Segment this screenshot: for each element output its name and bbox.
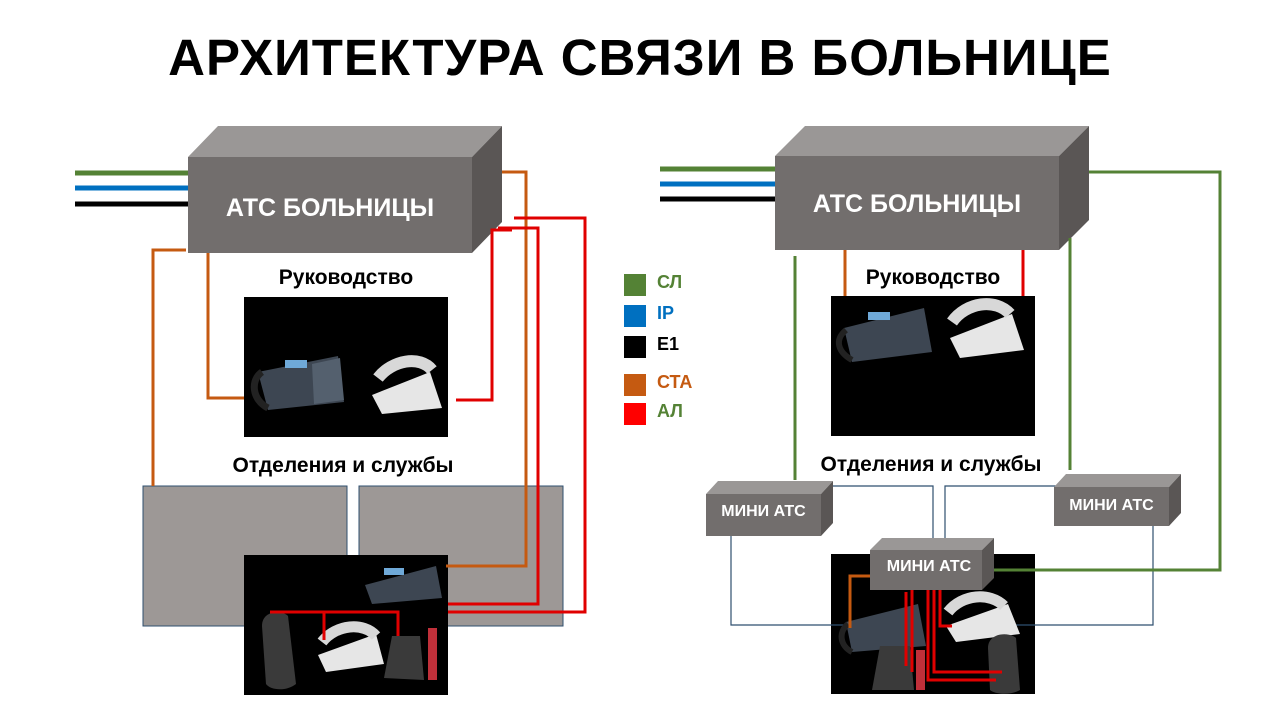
right-departments-label: Отделения и службы <box>820 453 1042 476</box>
legend-item-e1: E1 <box>624 334 744 358</box>
mini-pbx-center-box <box>870 538 994 590</box>
mini-pbx-left-box <box>706 481 833 536</box>
right-management-label: Руководство <box>865 266 1001 289</box>
left-departments-label: Отделения и службы <box>232 454 454 477</box>
page-title: АРХИТЕКТУРА СВЯЗИ В БОЛЬНИЦЕ <box>168 29 1112 86</box>
mini-pbx-right-box <box>1054 474 1181 526</box>
legend-swatch-sl <box>624 274 646 296</box>
legend-swatch-sta <box>624 374 646 396</box>
left-dept-intercom-1 <box>262 612 296 690</box>
legend-label-e1: E1 <box>657 334 680 354</box>
legend-item-ip: IP <box>624 303 744 327</box>
right-pbx-box <box>775 126 1089 250</box>
left-dept-analog-phone <box>317 621 384 672</box>
legend-swatch-ip <box>624 305 646 327</box>
legend-item-sta: СТА <box>624 372 744 396</box>
legend-label-sl: СЛ <box>657 272 683 292</box>
right-system-phone <box>835 308 932 363</box>
right-thin-links <box>730 485 1154 626</box>
legend-label-sta: СТА <box>657 372 693 392</box>
legend-swatch-al <box>624 403 646 425</box>
legend-item-al: АЛ <box>624 401 744 425</box>
left-pbx-box <box>188 126 502 253</box>
legend-item-sl: СЛ <box>624 272 744 296</box>
right-sl-wiring <box>793 170 1222 572</box>
left-analog-phone <box>372 355 442 414</box>
right-analog-phone <box>947 298 1024 358</box>
mini-pbx-left-label: МИНИ АТС <box>721 503 806 520</box>
right-trunk-lines <box>660 166 775 202</box>
legend-swatch-e1 <box>624 336 646 358</box>
left-al-wiring <box>270 216 587 640</box>
left-pbx-label: АТС БОЛЬНИЦЫ <box>225 194 435 222</box>
right-dept-intercom-1 <box>872 646 925 690</box>
right-dept-intercom-2 <box>988 634 1020 694</box>
left-management-label: Руководство <box>278 266 414 289</box>
left-system-phone <box>250 356 344 412</box>
right-sta-wiring <box>843 250 870 628</box>
right-dept-analog-phone <box>943 591 1020 642</box>
mini-pbx-right-label: МИНИ АТС <box>1069 497 1154 514</box>
left-trunk-lines <box>75 170 188 207</box>
legend-label-ip: IP <box>657 303 675 323</box>
left-dept-intercom-2 <box>384 628 437 680</box>
left-sta-wiring <box>151 170 528 568</box>
right-al-wiring <box>904 250 1025 682</box>
legend-label-al: АЛ <box>657 401 683 421</box>
right-pbx-label: АТС БОЛЬНИЦЫ <box>812 190 1022 218</box>
left-dept-system-phone <box>365 566 442 604</box>
mini-pbx-center-label: МИНИ АТС <box>886 558 972 575</box>
